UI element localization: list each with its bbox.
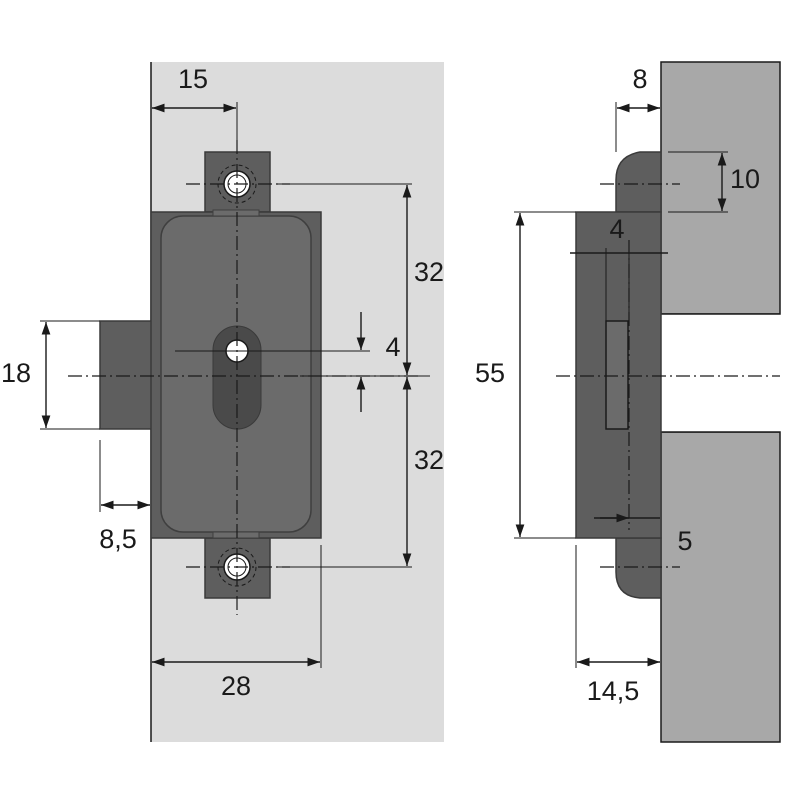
- side-bolt-bore: [661, 314, 780, 432]
- dim-55-label: 55: [475, 358, 505, 388]
- face-notch-bottom: [212, 531, 260, 539]
- front-view: 15 32 32 4 18 8,5 28: [1, 62, 444, 742]
- dim-15-label: 15: [178, 64, 208, 94]
- dim-28-label: 28: [221, 671, 251, 701]
- dim-5-label: 5: [677, 526, 692, 556]
- dim-14-5-label: 14,5: [587, 676, 640, 706]
- dim-4-label: 4: [385, 332, 400, 362]
- dim-18-label: 18: [1, 358, 31, 388]
- dim-side-4-label: 4: [609, 214, 624, 244]
- face-notch-top: [212, 209, 260, 217]
- keyhole-slot: [212, 325, 262, 430]
- side-door-panel-top: [660, 61, 781, 315]
- side-door-panel-bottom: [660, 431, 781, 743]
- side-slot: [605, 320, 629, 430]
- dim-8-label: 8: [632, 64, 647, 94]
- side-view: 8 10 4 55 5 14,5: [475, 61, 781, 743]
- dim-10-label: 10: [730, 164, 760, 194]
- side-bottom-flange: [615, 537, 662, 599]
- dim-32-bottom-label: 32: [414, 445, 444, 475]
- dim-32-top-label: 32: [414, 257, 444, 287]
- side-top-flange: [615, 151, 662, 213]
- lock-bolt: [99, 320, 154, 430]
- dim-8-5-label: 8,5: [99, 524, 137, 554]
